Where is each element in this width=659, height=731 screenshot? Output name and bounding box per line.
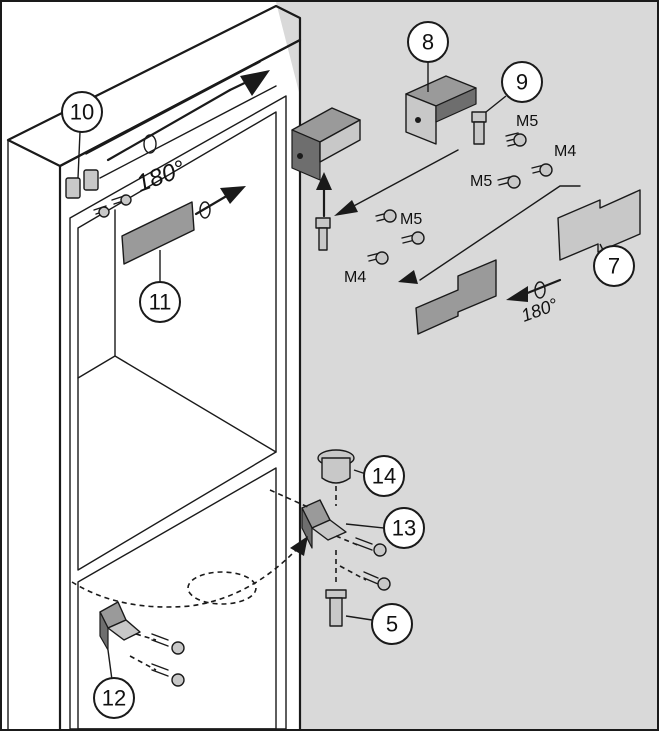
callout-11: 11 — [139, 281, 181, 323]
callout-8: 8 — [407, 21, 449, 63]
callout-9: 9 — [501, 61, 543, 103]
screw-m5-c — [375, 209, 425, 245]
screws-near-10 — [93, 194, 132, 218]
upper-hinge-arrow-up — [316, 172, 332, 218]
callout-13: 13 — [383, 507, 425, 549]
flipped-cover — [415, 259, 562, 335]
svg-text:7: 7 — [608, 254, 620, 279]
svg-text:9: 9 — [516, 70, 528, 95]
svg-text:10: 10 — [70, 100, 94, 125]
screws-13 — [335, 535, 391, 591]
upper-hinge-left — [291, 107, 361, 181]
part-13-bracket — [301, 499, 385, 549]
callout-5: 5 — [371, 603, 413, 645]
svg-text:8: 8 — [422, 30, 434, 55]
svg-text:12: 12 — [102, 686, 126, 711]
screws-12 — [129, 633, 185, 687]
part-8-hinge — [405, 62, 477, 145]
transfer-arrow-lower-hinge — [71, 536, 308, 608]
screw-m4-b — [367, 251, 389, 265]
part-10-switch — [65, 131, 99, 199]
svg-text:11: 11 — [149, 290, 172, 315]
screw-m4-a — [531, 163, 553, 177]
hinge-pin-left — [315, 217, 331, 251]
screw-label-m5-a: M5 — [516, 113, 538, 130]
screw-label-m4-b: M4 — [344, 269, 366, 286]
part-11-cover — [121, 186, 246, 284]
part-5-pin — [325, 550, 373, 627]
svg-text:14: 14 — [372, 464, 396, 489]
appliance-cabinet — [6, 4, 302, 731]
callout-10: 10 — [61, 91, 103, 133]
top-rotation-arrow — [106, 70, 270, 162]
svg-text:5: 5 — [386, 612, 398, 637]
screw-label-m4-a: M4 — [554, 143, 576, 160]
part-14-cap — [317, 449, 367, 506]
screw-label-m5-b: M5 — [470, 173, 492, 190]
alignment-line-13 — [269, 489, 311, 509]
callout-7: 7 — [593, 245, 635, 287]
svg-text:13: 13 — [392, 516, 416, 541]
callout-14: 14 — [363, 455, 405, 497]
part-12-hinge — [99, 601, 141, 681]
part-9-pin — [471, 95, 507, 145]
callout-12: 12 — [93, 677, 135, 719]
screw-m5-b — [497, 175, 521, 189]
wall-niche — [276, 2, 657, 729]
transfer-arrow-upper — [334, 149, 459, 216]
screw-m5-a — [505, 132, 527, 147]
screw-label-m5-c: M5 — [400, 211, 422, 228]
transfer-arrow-lower — [398, 185, 581, 284]
